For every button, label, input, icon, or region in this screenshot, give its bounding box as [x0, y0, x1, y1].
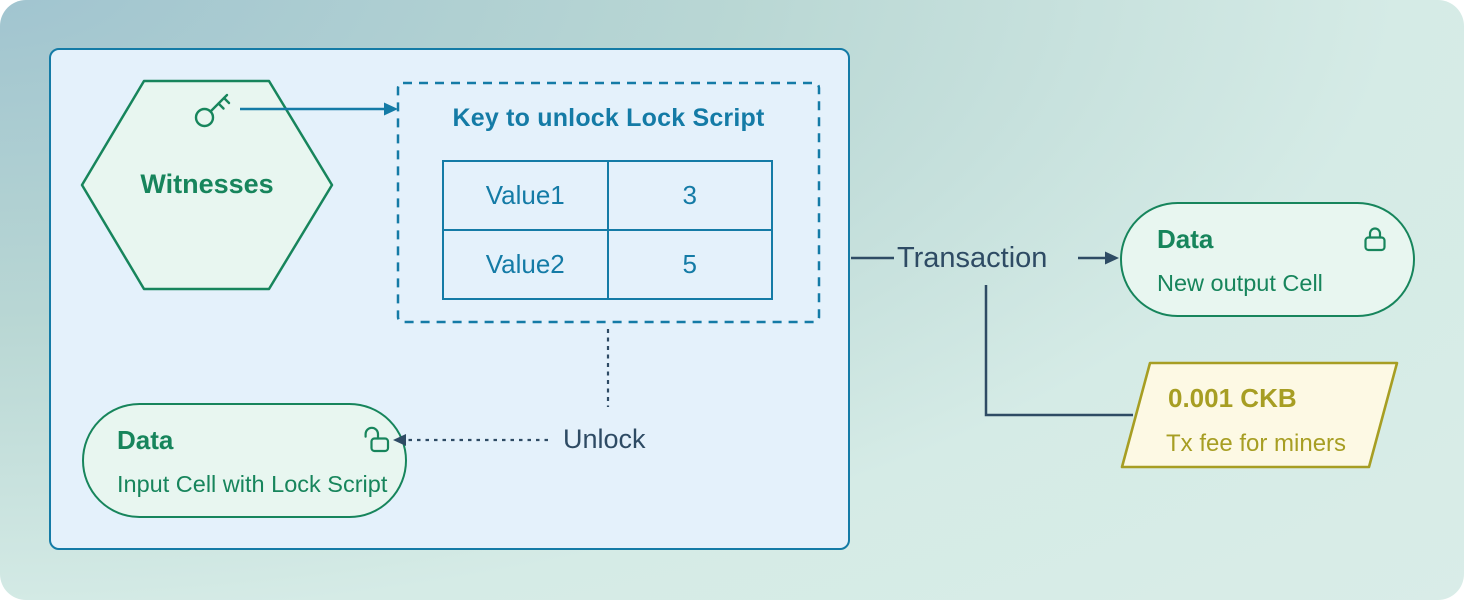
- table-row: Value2 5: [444, 229, 771, 298]
- output-cell-title: Data: [1157, 224, 1214, 254]
- output-cell-subtitle: New output Cell: [1157, 270, 1323, 296]
- transaction-label: Transaction: [897, 242, 1048, 274]
- table-cell-value: 5: [606, 231, 772, 298]
- witnesses-label: Witnesses: [140, 169, 274, 199]
- fee-note-label: Tx fee for miners: [1166, 430, 1347, 457]
- table-cell-name: Value2: [485, 249, 565, 279]
- key-box-title: Key to unlock Lock Script: [452, 104, 765, 132]
- input-cell-title: Data: [117, 425, 174, 455]
- table-cell-name: Value1: [485, 180, 565, 210]
- fee-amount-label: 0.001 CKB: [1168, 383, 1297, 413]
- input-cell: Data Input Cell with Lock Script: [82, 403, 407, 518]
- locked-lock-icon: [1364, 227, 1386, 252]
- table-cell-value: 3: [606, 162, 772, 229]
- table-row: Value1 3: [444, 162, 771, 229]
- key-value-table: Value1 3 Value2 5: [442, 160, 773, 300]
- input-cell-subtitle: Input Cell with Lock Script: [117, 471, 388, 497]
- output-cell: Data New output Cell: [1120, 202, 1415, 317]
- unlock-label: Unlock: [563, 424, 646, 454]
- unlocked-lock-icon: [364, 426, 390, 453]
